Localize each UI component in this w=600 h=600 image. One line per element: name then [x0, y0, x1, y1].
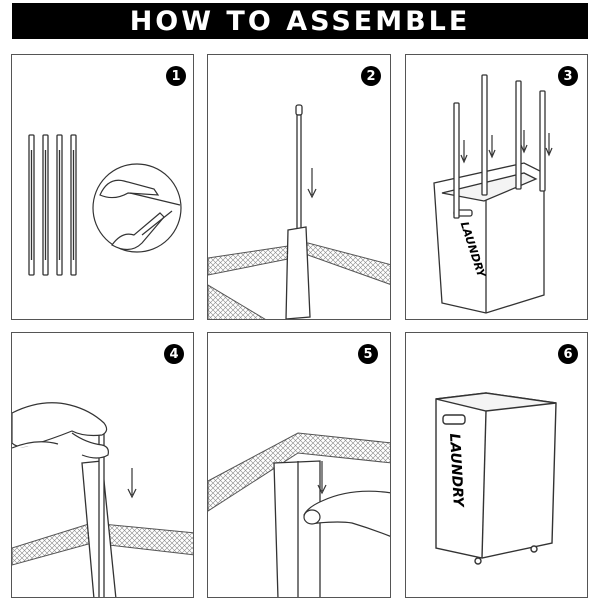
mesh-frame-icon	[208, 432, 390, 512]
step-5-panel: 5	[207, 332, 391, 598]
step-6-panel: 6 LAUNDRY	[405, 332, 588, 598]
step-2-badge: 2	[361, 66, 381, 86]
mesh-frame-icon	[208, 242, 390, 319]
press-tab-illustration	[208, 432, 390, 597]
rod-icon	[453, 74, 546, 219]
rods-into-hamper-illustration	[433, 74, 553, 314]
hamper-icon	[435, 392, 557, 565]
arrow-down-icon	[317, 461, 327, 495]
page-title: HOW TO ASSEMBLE	[129, 5, 471, 37]
title-banner: HOW TO ASSEMBLE	[12, 3, 588, 39]
arrow-down-icon	[460, 130, 553, 164]
step-3-panel: 3 LAUNDRY	[405, 54, 588, 320]
step-4-badge: 4	[164, 344, 184, 364]
step-6-badge: 6	[558, 344, 578, 364]
hand-icon	[12, 402, 109, 459]
rod-insert-illustration	[208, 104, 390, 319]
step-1-panel: 1	[11, 54, 194, 320]
step-4-panel: 4	[11, 332, 194, 598]
step-1-badge: 1	[166, 66, 186, 86]
arrow-down-icon	[307, 168, 317, 199]
step-5-badge: 5	[358, 344, 378, 364]
hand-icon	[92, 163, 182, 253]
step-2-panel: 2	[207, 54, 391, 320]
step-3-badge: 3	[558, 66, 578, 86]
rod-icon	[285, 104, 311, 319]
pinch-rod-illustration	[12, 402, 193, 597]
rods-and-hands-illustration	[28, 134, 182, 276]
hand-icon	[303, 490, 390, 537]
rod-icon	[273, 460, 321, 597]
finished-hamper-illustration	[435, 392, 557, 565]
rod-icon	[28, 134, 77, 276]
hamper-icon	[433, 162, 545, 314]
arrow-down-icon	[127, 468, 137, 499]
